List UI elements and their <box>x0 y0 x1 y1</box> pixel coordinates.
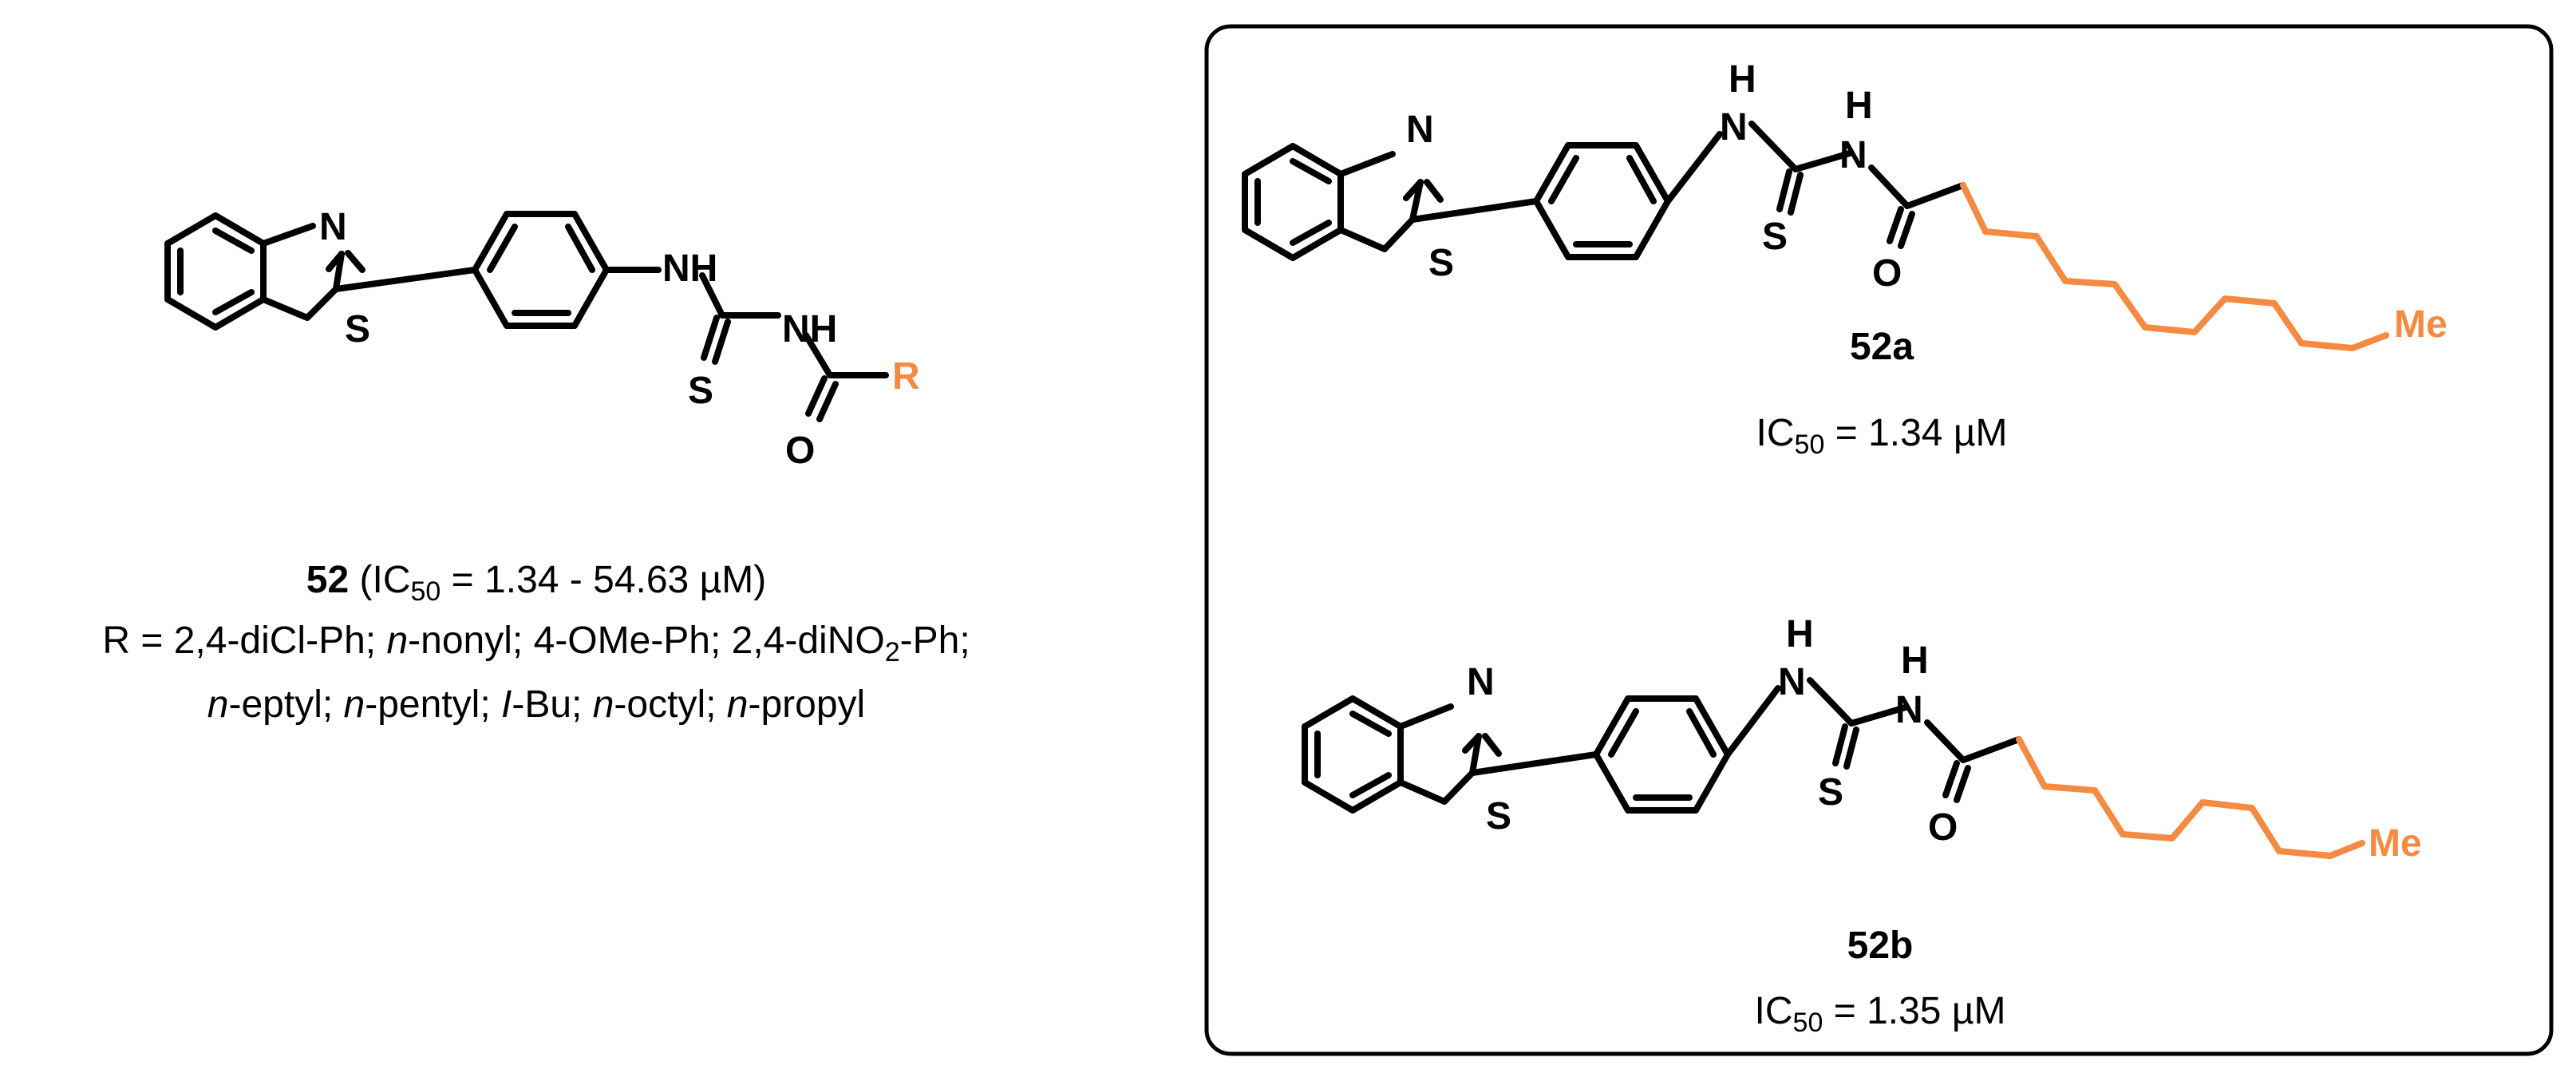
compound-label: 52 <box>306 559 349 601</box>
acylthiourea-chain <box>1665 121 1966 249</box>
benzothiazole-core <box>1242 143 1539 261</box>
atom-h: H <box>1845 85 1873 127</box>
phenyl-ring <box>1533 142 1671 260</box>
structure-52a: N S H N H N S O Me <box>1242 58 2448 351</box>
atom-n: N <box>1406 109 1434 151</box>
structure-52b: N S H N H N S O Me <box>1302 613 2422 865</box>
compound-label-52a: 52a <box>1850 326 1914 368</box>
methyl-terminal: Me <box>2369 822 2422 865</box>
acylthiourea-chain <box>1725 677 2022 803</box>
atom-o: O <box>1872 252 1902 295</box>
r-group-list-line-2: n-eptyl; n-pentyl; I-Bu; n-octyl; n-prop… <box>207 683 865 726</box>
atom-s: S <box>688 370 713 412</box>
phenyl-ring <box>1593 695 1731 814</box>
ic50-52a: IC50 = 1.34 µM <box>1756 412 2008 460</box>
benzothiazole-core <box>1302 695 1599 814</box>
atom-nh: NH <box>782 308 837 350</box>
atom-n: N <box>1720 106 1748 148</box>
atom-o: O <box>785 430 815 472</box>
ic50-52b: IC50 = 1.35 µM <box>1755 990 2006 1038</box>
atom-s: S <box>1818 771 1843 814</box>
compound-52-caption: 52 (IC50 = 1.34 - 54.63 µM) <box>306 559 766 607</box>
benzothiazole-core <box>164 212 478 331</box>
nonyl-chain <box>1960 182 2389 351</box>
compound-label-52b: 52b <box>1847 925 1914 967</box>
substituent-r: R <box>892 355 920 398</box>
atom-s: S <box>345 308 370 350</box>
structure-52: N S NH NH S O R <box>164 206 920 472</box>
atom-n: N <box>1839 134 1867 176</box>
atom-s: S <box>1762 216 1788 258</box>
highlight-box <box>1204 24 2554 1056</box>
atom-h: H <box>1786 613 1814 655</box>
phenyl-ring <box>472 211 610 329</box>
octyl-chain <box>2016 736 2365 859</box>
atom-s: S <box>1486 795 1511 837</box>
acylthiourea-chain <box>603 267 889 422</box>
atom-nh: NH <box>662 247 717 290</box>
atom-n: N <box>1778 661 1806 703</box>
atom-n: N <box>1467 661 1495 703</box>
atom-o: O <box>1928 806 1958 849</box>
atom-s: S <box>1428 242 1454 284</box>
atom-h: H <box>1901 639 1929 682</box>
r-group-list-line-1: R = 2,4-diCl-Ph; n-nonyl; 4-OMe-Ph; 2,4-… <box>102 620 970 667</box>
atom-n: N <box>319 206 347 248</box>
atom-h: H <box>1729 58 1756 101</box>
atom-n: N <box>1895 689 1923 731</box>
methyl-terminal: Me <box>2394 303 2448 346</box>
